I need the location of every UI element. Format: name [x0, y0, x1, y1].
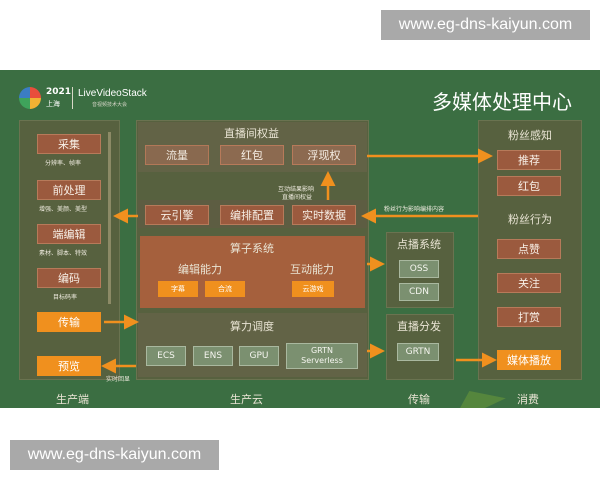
influence-note: 粉丝行为影响编排内容	[384, 206, 445, 213]
live-title: 直播分发	[397, 320, 441, 333]
encode-box: 编码	[37, 268, 101, 288]
grtn-box: GRTN	[397, 343, 439, 361]
subtitle-label: 字幕	[171, 285, 185, 293]
like-box: 点赞	[497, 239, 561, 259]
recommend-box: 推荐	[497, 150, 561, 170]
like-label: 点赞	[518, 243, 540, 256]
perception-title: 粉丝感知	[508, 129, 552, 142]
realtime-data-label: 实时数据	[302, 209, 346, 222]
transfer-box: 传输	[37, 312, 101, 332]
vod-title: 点播系统	[397, 238, 441, 251]
cloud-game-label: 云游戏	[302, 285, 324, 293]
logo-year: 2021	[46, 87, 72, 97]
production-column	[19, 120, 120, 380]
gpu-label: GPU	[249, 351, 269, 361]
orchestration-label: 编排配置	[230, 209, 274, 222]
behavior-title: 粉丝行为	[508, 213, 552, 226]
interact-capability-title: 互动能力	[290, 263, 334, 276]
transmission-label: 传输	[408, 393, 430, 406]
subtitle-box: 字幕	[158, 281, 198, 297]
capture-desc: 分辨率、帧率	[45, 160, 82, 167]
conference-logo	[19, 87, 41, 109]
media-play-box: 媒体播放	[497, 350, 561, 370]
brand-name: LiveVideoStack	[78, 88, 147, 99]
grtn-serverless-label: GRTN Serverless	[301, 346, 343, 365]
grtn-label: GRTN	[405, 347, 431, 357]
rights-title: 直播间权益	[224, 127, 279, 140]
interaction-note-2: 直播间权益	[282, 194, 313, 201]
merge-label: 合流	[218, 285, 232, 293]
production-bracket	[108, 132, 111, 304]
edit-capability-title: 编辑能力	[178, 263, 222, 276]
ens-box: ENS	[193, 346, 233, 366]
ens-label: ENS	[203, 351, 223, 361]
traffic-label: 流量	[166, 149, 188, 162]
tip-label: 打赏	[518, 311, 540, 324]
gpu-box: GPU	[239, 346, 279, 366]
merge-box: 合流	[205, 281, 245, 297]
oss-box: OSS	[399, 260, 439, 278]
cdn-box: CDN	[399, 283, 439, 301]
follow-box: 关注	[497, 273, 561, 293]
grtn-serverless-box: GRTN Serverless	[286, 343, 358, 369]
encode-title: 编码	[58, 272, 80, 285]
preprocess-title: 前处理	[52, 184, 86, 197]
consume-label: 消费	[517, 393, 539, 406]
float-right-label: 浮现权	[307, 149, 341, 162]
cdn-label: CDN	[409, 287, 429, 297]
operator-title: 算子系统	[230, 242, 274, 255]
brand-subtitle: 音视频技术大会	[92, 102, 128, 108]
cloud-label: 生产云	[230, 393, 263, 406]
production-label: 生产端	[56, 393, 89, 406]
capture-title: 采集	[58, 138, 80, 151]
orchestration-box: 编排配置	[220, 205, 284, 225]
media-play-label: 媒体播放	[507, 354, 551, 367]
interaction-note-1: 互动结果影响	[278, 186, 315, 193]
redpacket-box: 红包	[220, 145, 284, 165]
realtime-data-box: 实时数据	[292, 205, 356, 225]
logo-divider	[72, 87, 73, 109]
consume-redpacket-box: 红包	[497, 176, 561, 196]
page-title: 多媒体处理中心	[432, 90, 572, 114]
tip-box: 打赏	[497, 307, 561, 327]
flow-arrows	[101, 148, 497, 374]
watermark-top: www.eg-dns-kaiyun.com	[381, 10, 590, 40]
preview-label: 预览	[58, 360, 80, 373]
compute-title: 算力调度	[230, 320, 274, 333]
recommend-label: 推荐	[518, 154, 540, 167]
watermark-top-text: www.eg-dns-kaiyun.com	[398, 16, 573, 33]
watermark-bottom: www.eg-dns-kaiyun.com	[10, 440, 219, 470]
oss-label: OSS	[409, 264, 429, 274]
traffic-box: 流量	[145, 145, 209, 165]
watermark-bottom-text: www.eg-dns-kaiyun.com	[27, 446, 202, 463]
cloud-engine-label: 云引擎	[160, 209, 194, 222]
edit-box: 端编辑	[37, 224, 101, 244]
ecs-box: ECS	[146, 346, 186, 366]
consume-redpacket-label: 红包	[518, 180, 540, 193]
preprocess-box: 前处理	[37, 180, 101, 200]
capture-box: 采集	[37, 134, 101, 154]
cloud-engine-box: 云引擎	[145, 205, 209, 225]
edit-desc: 素材、脚本、特效	[39, 250, 88, 257]
realtime-return-label: 实时回显	[106, 376, 131, 383]
edit-title: 端编辑	[52, 228, 86, 241]
redpacket-label: 红包	[241, 149, 263, 162]
encode-desc: 目标码率	[53, 294, 78, 301]
preview-box: 预览	[37, 356, 101, 376]
architecture-slide: 2021 上海 LiveVideoStack 音视频技术大会 多媒体处理中心 采…	[0, 70, 600, 408]
float-right-box: 浮现权	[292, 145, 356, 165]
follow-label: 关注	[518, 277, 540, 290]
preprocess-desc: 增强、美颜、美型	[39, 206, 88, 213]
ecs-label: ECS	[157, 351, 175, 361]
cloud-game-box: 云游戏	[292, 281, 334, 297]
transfer-label: 传输	[58, 316, 80, 329]
logo-city: 上海	[46, 100, 60, 108]
